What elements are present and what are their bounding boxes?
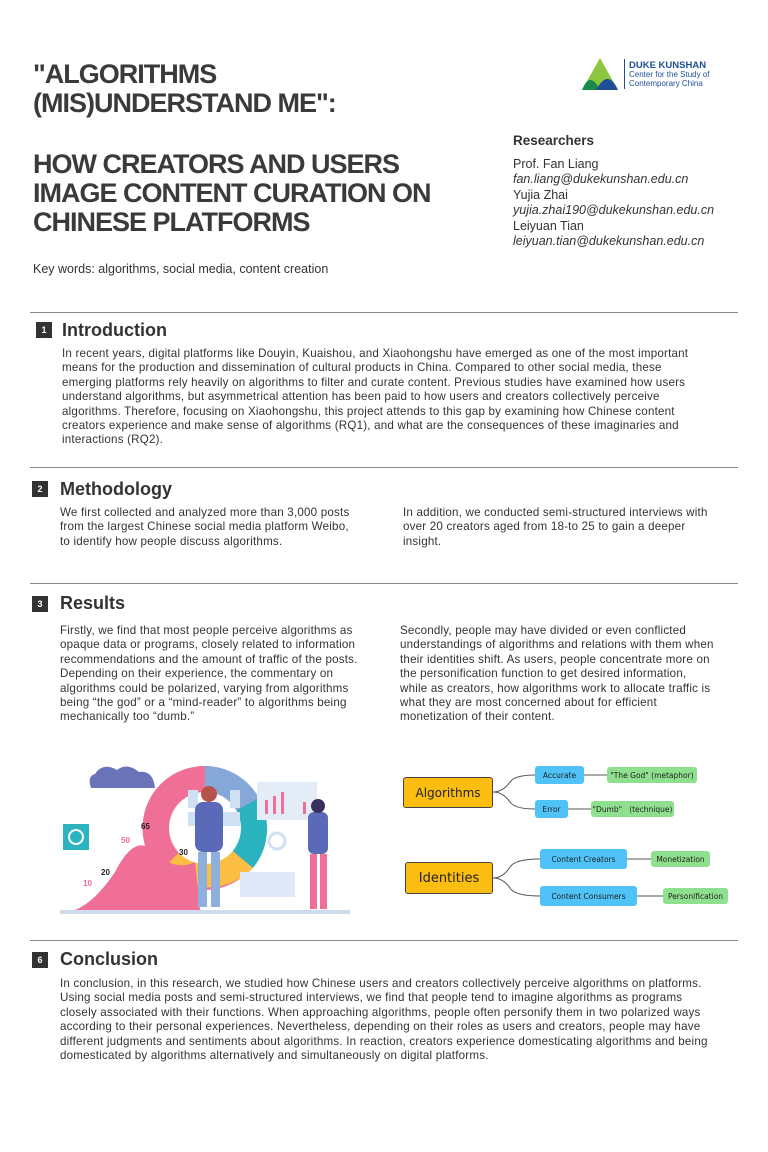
node-the-god: "The God" (metaphor) <box>607 767 697 783</box>
title-line: "ALGORITHMS <box>33 59 217 89</box>
logo: DUKE KUNSHAN Center for the Study of Con… <box>580 56 710 92</box>
logo-line: Contemporary China <box>629 78 703 88</box>
mind-map-connectors <box>492 774 663 897</box>
chart-label: 45 <box>161 840 170 849</box>
section-number: 6 <box>32 952 48 968</box>
node-monetization: Monetization <box>651 851 710 867</box>
section-title-conclusion: Conclusion <box>60 949 158 969</box>
poster-title: "ALGORITHMS (MIS)UNDERSTAND ME": <box>33 59 337 118</box>
methodology-left-text: We first collected and analyzed more tha… <box>60 506 350 548</box>
node-accurate: Accurate <box>535 766 584 784</box>
title-line: (MIS)UNDERSTAND ME": <box>33 88 337 118</box>
logo-line: Center for the Study of <box>629 69 710 79</box>
divider <box>30 467 738 468</box>
researcher-name: Leiyuan Tian <box>513 218 584 233</box>
section-title-methodology: Methodology <box>60 479 172 499</box>
node-personification: Personification <box>663 888 728 904</box>
subtitle-line: HOW CREATORS AND USERS <box>33 149 400 179</box>
conclusion-text: In conclusion, in this research, we stud… <box>60 977 708 1063</box>
divider <box>30 583 738 584</box>
section-title-results: Results <box>60 593 126 613</box>
researcher-email[interactable]: yujia.zhai190@dukekunshan.edu.cn <box>513 203 715 217</box>
node-algorithms: Algorithms <box>403 777 493 808</box>
results-left-text: Firstly, we find that most people percei… <box>60 624 358 724</box>
poster-subtitle: HOW CREATORS AND USERS IMAGE CONTENT CUR… <box>33 149 431 237</box>
researchers: Researchers Prof. Fan Liang fan.liang@du… <box>513 133 714 250</box>
chart-label: 50 <box>121 836 130 845</box>
logo-name: DUKE KUNSHAN <box>629 59 707 71</box>
methodology-right-text: In addition, we conducted semi-structure… <box>403 506 708 548</box>
intro-text: In recent years, digital platforms like … <box>62 347 689 447</box>
keywords: Key words: algorithms, social media, con… <box>33 262 329 276</box>
node-dumb: "Dumb" (technique) <box>591 801 674 817</box>
subtitle-line: IMAGE CONTENT CURATION ON <box>33 178 431 208</box>
divider <box>30 312 738 313</box>
node-content-consumers: Content Consumers <box>540 886 637 906</box>
mind-map: Algorithms Accurate "The God" (metaphor)… <box>395 755 745 915</box>
divider <box>30 940 738 941</box>
section-number: 2 <box>32 481 48 497</box>
node-identities: Identities <box>405 862 493 894</box>
node-error: Error <box>535 800 568 818</box>
chart-label: 30 <box>179 848 188 857</box>
section-title-introduction: Introduction <box>62 320 167 340</box>
researcher-name: Prof. Fan Liang <box>513 156 599 171</box>
researcher-name: Yujia Zhai <box>513 187 568 202</box>
data-analysis-illustration: 10 20 50 65 45 30 <box>60 766 350 914</box>
researchers-heading: Researchers <box>513 133 595 148</box>
section-number: 1 <box>36 322 52 338</box>
subtitle-line: CHINESE PLATFORMS <box>33 207 311 237</box>
researcher-email[interactable]: leiyuan.tian@dukekunshan.edu.cn <box>513 234 705 248</box>
chart-label: 10 <box>83 879 92 888</box>
chart-label: 65 <box>141 822 150 831</box>
node-content-creators: Content Creators <box>540 849 627 869</box>
chart-label: 20 <box>101 868 110 877</box>
results-right-text: Secondly, people may have divided or eve… <box>400 624 714 724</box>
section-number: 3 <box>32 596 48 612</box>
logo-mountain-icon <box>582 58 618 90</box>
researcher-email[interactable]: fan.liang@dukekunshan.edu.cn <box>513 172 689 186</box>
